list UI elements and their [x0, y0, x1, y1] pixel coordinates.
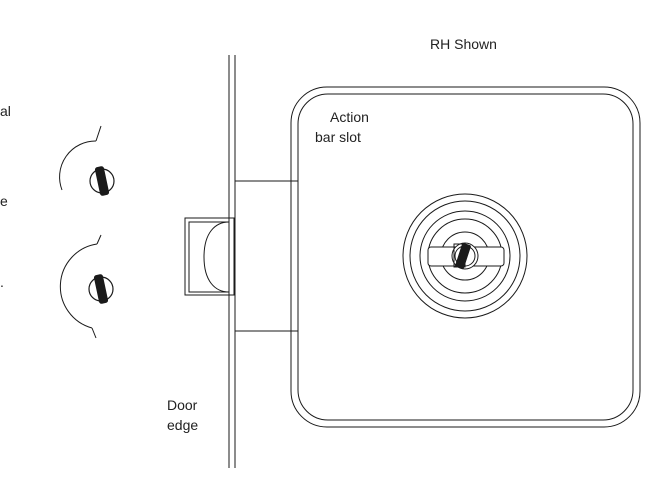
diagram-title: RH Shown: [430, 36, 497, 52]
rotation-arc-lower-bottom-tick: [91, 327, 97, 339]
rotation-arc-upper-tick: [95, 125, 102, 142]
thumbturn-lower-blade: [93, 274, 109, 304]
door-edge-label-line1: Door: [167, 397, 198, 413]
lock-body-inner: [297, 93, 634, 421]
rotation-arc-lower: [59, 243, 98, 329]
cylinder-indicator-blade: [455, 243, 471, 269]
lock-body-outer: [290, 86, 641, 428]
latch-bolt-face: [188, 221, 230, 293]
action-bar-slot-label-line2: bar slot: [315, 129, 361, 145]
door-edge-label-line2: edge: [167, 417, 199, 433]
cylinder-ring-outer: [402, 193, 528, 319]
latch-bolt-housing: [184, 217, 235, 296]
rotation-arc-lower-top-tick: [96, 234, 102, 245]
thumbturn-upper-blade: [94, 166, 110, 196]
edge-fragment-3: .: [0, 274, 4, 290]
action-bar-slot-label-line1: Action: [330, 109, 369, 125]
cylinder-ring-3: [419, 210, 511, 302]
edge-fragment-1: al: [0, 103, 11, 119]
cylinder-ring-2: [409, 200, 521, 312]
edge-fragment-2: e: [0, 193, 8, 209]
rotation-arc-upper: [59, 140, 97, 191]
